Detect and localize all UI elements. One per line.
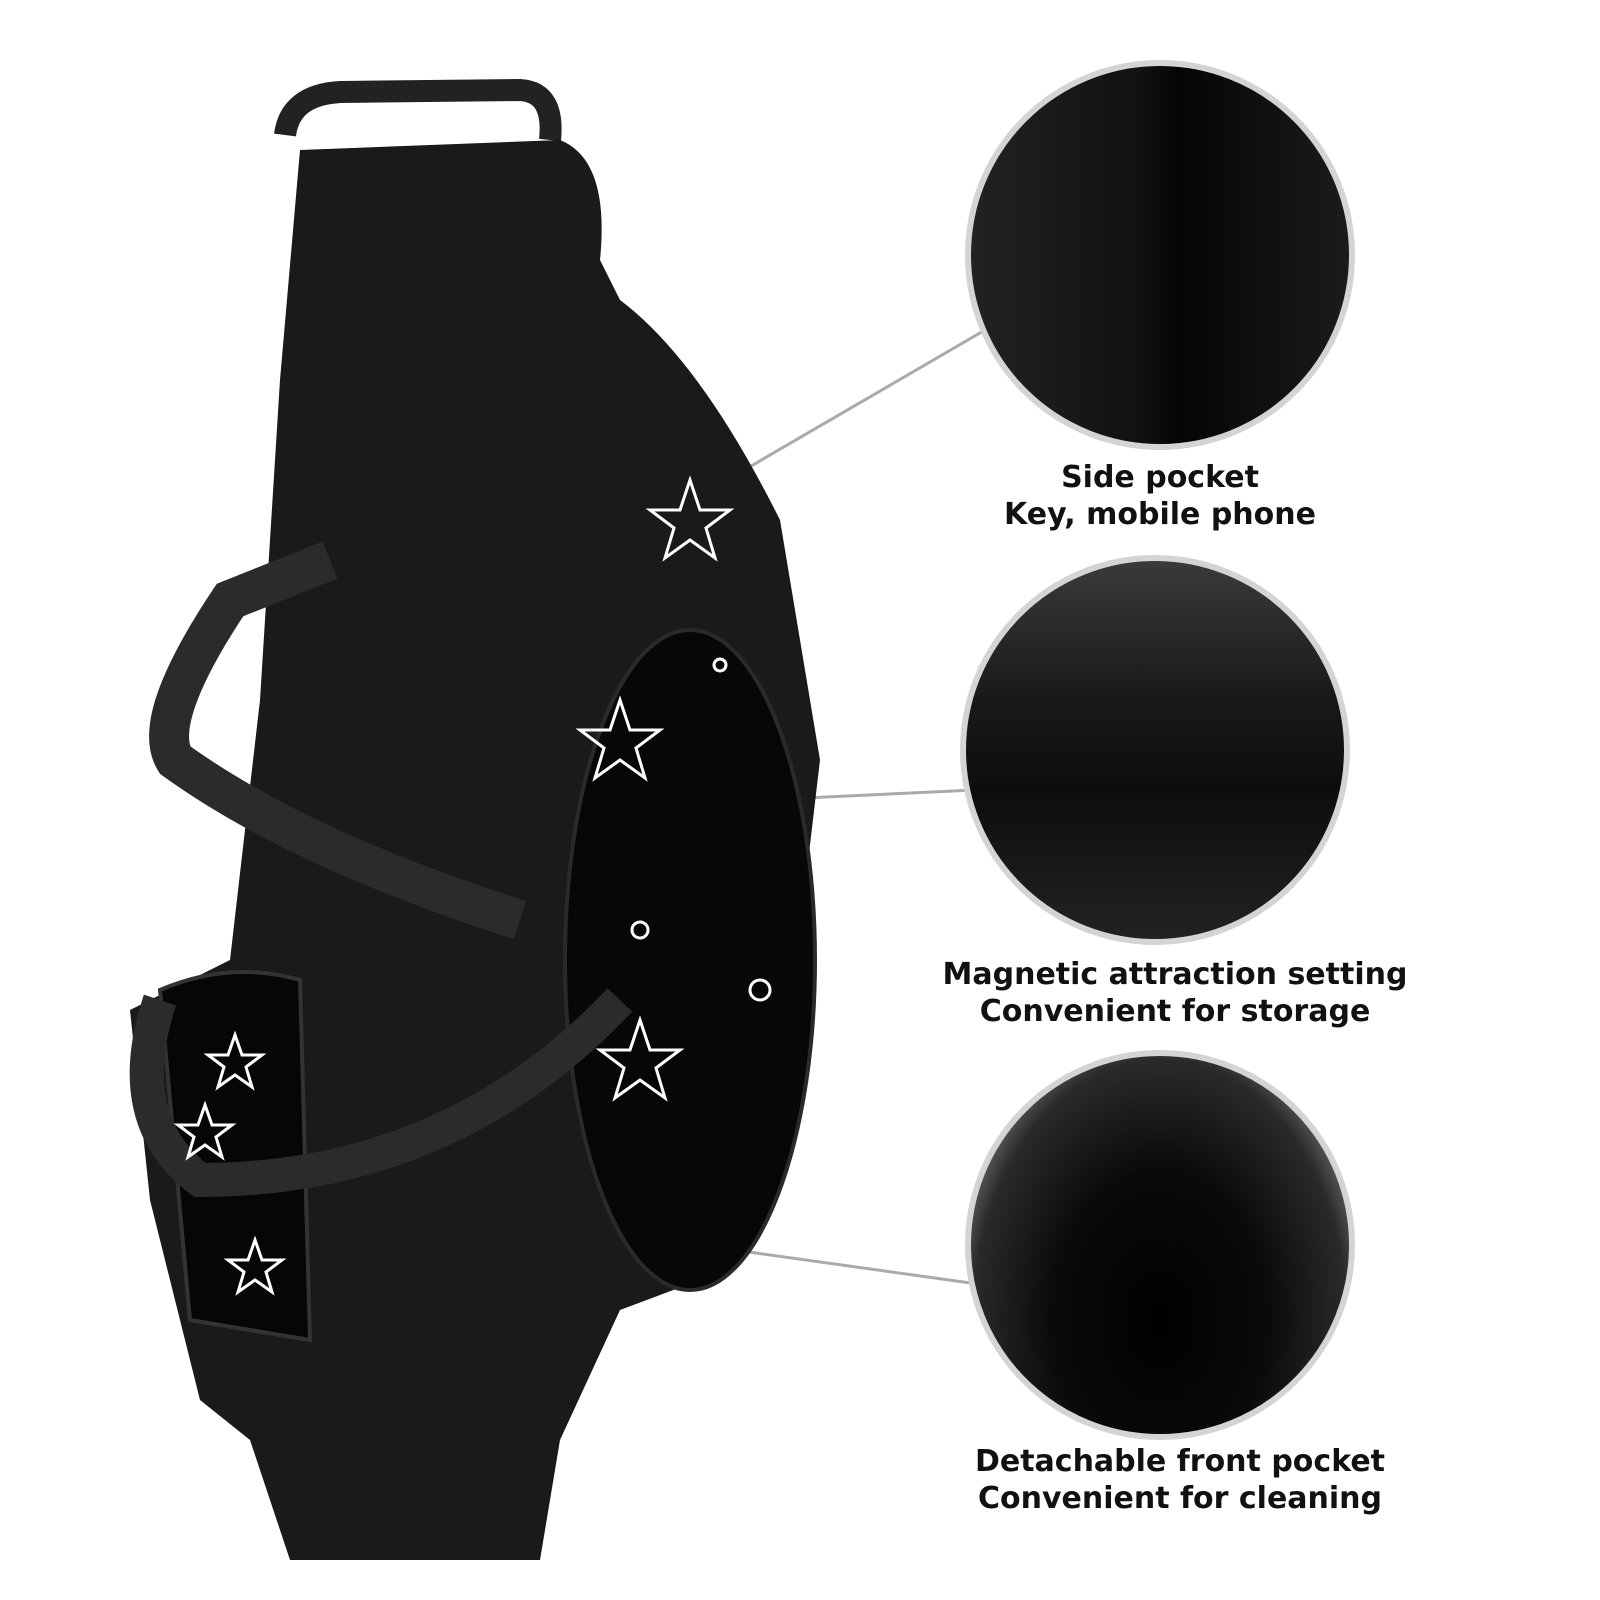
side-pocket-closeup <box>965 60 1355 450</box>
feature-caption-magnetic: Magnetic attraction setting Convenient f… <box>875 956 1475 1030</box>
feature-caption-side-pocket: Side pocket Key, mobile phone <box>860 459 1460 533</box>
feature-subtitle: Key, mobile phone <box>1004 497 1316 532</box>
feature-subtitle: Convenient for storage <box>979 994 1371 1029</box>
printed-side-panel <box>563 628 817 1292</box>
feature-caption-front-pocket: Detachable front pocket Convenient for c… <box>880 1443 1480 1517</box>
magnetic-pocket-closeup <box>960 555 1350 945</box>
front-pocket <box>157 970 313 1343</box>
feature-title: Side pocket <box>1061 460 1259 495</box>
front-pocket-closeup <box>965 1050 1355 1440</box>
feature-title: Detachable front pocket <box>974 1444 1386 1479</box>
feature-subtitle: Convenient for cleaning <box>977 1481 1383 1516</box>
feature-title: Magnetic attraction setting <box>942 957 1408 992</box>
